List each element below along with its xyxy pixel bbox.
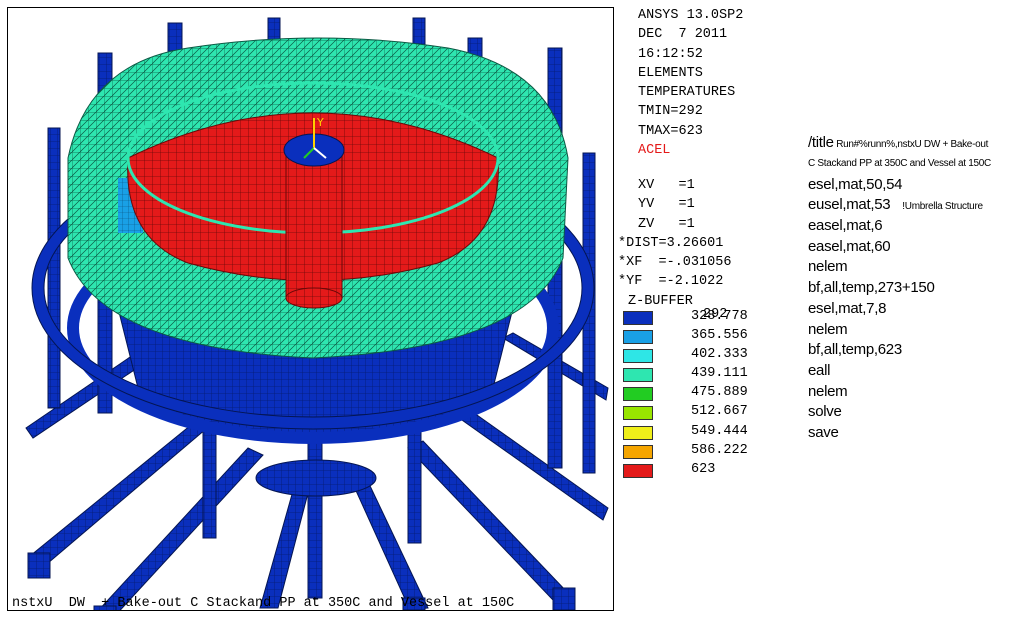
legend-value: 365.556: [691, 328, 748, 344]
legend-swatch: [623, 311, 653, 325]
view-parameters: XV =1 YV =1 ZV =1 *DIST=3.26601 *XF =-.0…: [618, 176, 731, 311]
legend-value: 439.111: [691, 366, 748, 382]
command-line: esel,mat,7,8: [808, 299, 887, 317]
legend-min-value: 292: [703, 307, 728, 322]
axis-triad: Y: [303, 116, 327, 159]
legend-swatch: [623, 406, 653, 421]
title-continuation: C Stackand PP at 350C and Vessel at 150C: [808, 157, 991, 169]
legend-value: 402.333: [691, 347, 748, 363]
legend-value: 623: [691, 461, 716, 477]
command-line: easel,mat,60: [808, 237, 891, 255]
acel-label: ACEL: [638, 143, 671, 159]
command-line: bf,all,temp,623: [808, 341, 902, 359]
title-command: /title Run#%runn%,nstxU DW + Bake-out: [808, 134, 991, 158]
command-line: nelem: [808, 320, 848, 338]
view-xv: XV =1: [638, 178, 695, 193]
legend-swatch: [623, 425, 653, 440]
command-line: esel,mat,50,54: [808, 175, 903, 193]
view-zv: ZV =1: [638, 216, 695, 232]
command-line: eusel,mat,53 !Umbrella Structure: [808, 196, 991, 217]
command-comment: !Umbrella Structure: [902, 201, 983, 213]
legend-swatch: [623, 349, 653, 364]
command-line: eall: [808, 361, 831, 379]
center-stack: [285, 147, 343, 299]
legend-swatch: [623, 444, 653, 459]
view-yv: YV =1: [638, 197, 695, 213]
legend-value: 475.889: [691, 385, 748, 401]
view-yf: *YF =-2.1022: [618, 274, 724, 290]
info-line: ANSYS 13.0SP2: [638, 8, 744, 23]
legend-swatch: [623, 368, 653, 383]
legend-value: 549.444: [691, 423, 748, 439]
view-xf: *XF =-.031056: [618, 255, 732, 271]
title-text: Run#%runn%,nstxU DW + Bake-out: [833, 139, 989, 150]
info-line: ELEMENTS: [638, 65, 703, 81]
apdl-commands: /title Run#%runn%,nstxU DW + Bake-out C …: [808, 134, 991, 445]
legend-swatch: [623, 330, 653, 345]
command-line: save: [808, 423, 839, 441]
legend-value: 512.667: [691, 404, 748, 420]
command-text: eusel,mat,53: [808, 196, 891, 214]
title-cmd: /title: [808, 134, 834, 151]
legend-swatch: [623, 387, 653, 402]
plot-caption: nstxU DW + Bake-out C Stackand PP at 350…: [12, 596, 515, 611]
view-dist: *DIST=3.26601: [618, 235, 724, 251]
command-line: easel,mat,6: [808, 217, 883, 235]
command-line: nelem: [808, 382, 848, 400]
legend-swatch: [623, 463, 653, 478]
info-line: 16:12:52: [638, 46, 703, 62]
legend-value: 586.222: [691, 442, 748, 458]
info-line: TMAX=623: [638, 123, 703, 139]
fea-model-render[interactable]: Y: [8, 8, 613, 610]
info-line: DEC 7 2011: [638, 27, 728, 43]
command-line: solve: [808, 403, 842, 421]
svg-text:Y: Y: [316, 116, 324, 129]
legend-value: 328.778: [691, 309, 748, 324]
view-zbuffer: Z-BUFFER: [628, 293, 693, 309]
info-line: TEMPERATURES: [638, 85, 736, 101]
plot-info: ANSYS 13.0SP2 DEC 7 2011 16:12:52 ELEMEN…: [638, 6, 743, 160]
command-line: bf,all,temp,273+150: [808, 279, 935, 297]
viewport-frame: [7, 7, 614, 611]
info-line: TMIN=292: [638, 104, 703, 120]
command-line: nelem: [808, 258, 848, 276]
graphics-viewport[interactable]: Y nstxU DW + Bake-out C Stackand PP at 3…: [0, 0, 622, 619]
